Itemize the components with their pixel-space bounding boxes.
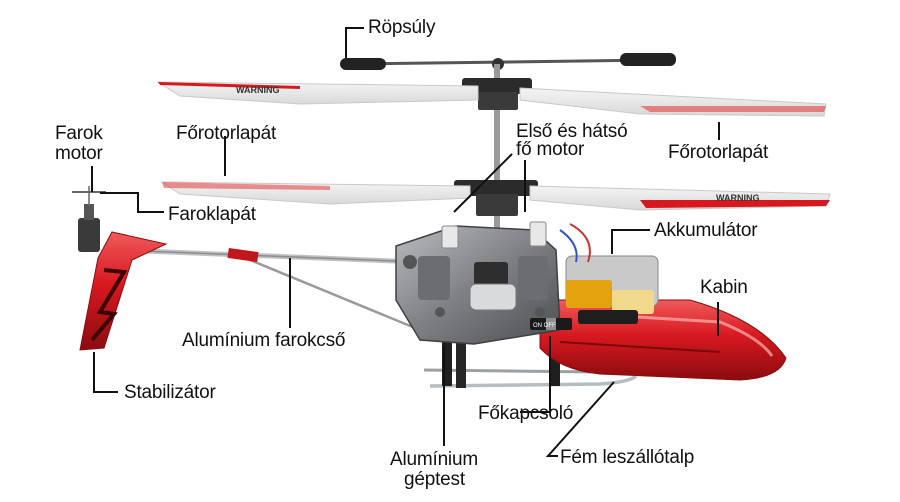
label-ropsuly: Röpsúly (368, 17, 436, 38)
leader-fokapcsolo (520, 336, 551, 413)
landing-skids (423, 338, 638, 388)
label-farokcso: Alumínium farokcső (182, 330, 346, 351)
leader-ropsuly (345, 27, 364, 58)
label-faroklapat: Faroklapát (168, 204, 256, 225)
label-fokapcsolo: Főkapcsoló (478, 403, 574, 424)
leader-elso-1 (453, 153, 513, 213)
label-farok-motor-line1: Farok (55, 123, 103, 144)
label-geptest-line1: Alumínium (390, 449, 478, 470)
label-leszallotalp: Fém leszállótalp (560, 447, 695, 468)
leader-akkumulator (611, 229, 650, 254)
leader-leszallotalp (545, 381, 615, 457)
leader-faroklapat (100, 192, 164, 213)
tail-boom (117, 247, 421, 332)
label-stabilizator: Stabilizátor (124, 382, 216, 403)
upper-rotor-blades (156, 81, 827, 117)
switch-text: ON OFF (533, 323, 556, 329)
label-akkumulator: Akkumulátor (654, 220, 758, 241)
blade-warning-right: WARNING (716, 193, 760, 203)
lower-rotor-blades (160, 181, 831, 211)
fuselage (539, 299, 787, 381)
flybar (340, 53, 676, 70)
label-farok-motor-line2: motor (55, 143, 103, 164)
label-elso-hatso-line2: fő motor (516, 139, 585, 160)
label-kabin: Kabin (700, 277, 748, 298)
label-geptest-line2: géptest (404, 469, 465, 490)
tail-motor (72, 186, 106, 252)
leader-lines (91, 27, 720, 457)
label-forotorlapat-right: Főrotorlapát (668, 142, 769, 163)
battery-pack (559, 223, 659, 324)
label-elso-hatso-line1: Első és hátsó (516, 121, 628, 142)
leader-stabilizator (93, 352, 118, 393)
label-forotorlapat-left: Főrotorlapát (176, 123, 277, 144)
blade-warning-left: WARNING (236, 85, 280, 95)
tail-fin (79, 231, 168, 351)
power-switch (530, 318, 572, 330)
